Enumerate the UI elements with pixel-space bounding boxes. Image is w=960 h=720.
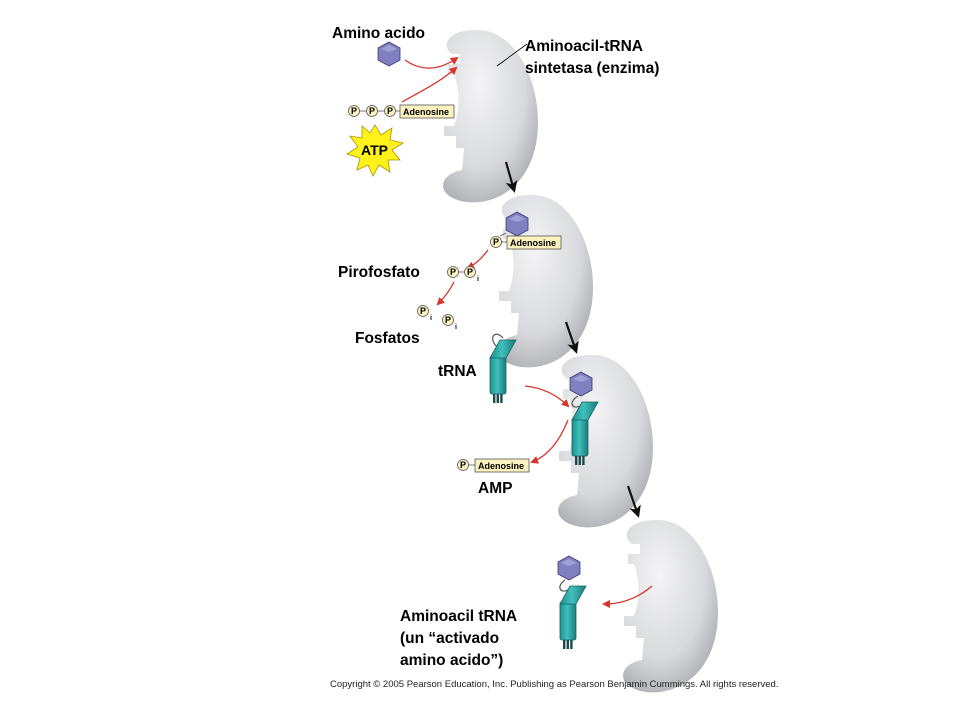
product-label-line2: (un “activado: [400, 630, 499, 647]
amino-acid-label: Amino acido: [332, 25, 425, 42]
svg-text:Adenosine: Adenosine: [478, 461, 524, 471]
pyrophosphate: P P i: [447, 266, 479, 283]
trna-icon: [559, 585, 587, 650]
enzyme-label-line2: sintetasa (enzima): [525, 60, 659, 77]
atp-molecule: P P P Adenosine: [348, 104, 455, 119]
aminoacyl-amp: P Adenosine: [490, 232, 562, 250]
adenosine-box: [506, 235, 562, 250]
svg-text:P: P: [387, 106, 393, 116]
svg-text:P: P: [351, 106, 357, 116]
trna-label: tRNA: [438, 363, 477, 380]
svg-text:i: i: [455, 324, 457, 331]
enzyme-label-line1: Aminoacil-tRNA: [525, 38, 643, 55]
atp-burst-label: ATP: [361, 142, 388, 158]
svg-text:P: P: [467, 267, 473, 277]
phosphates-label: Fosfatos: [355, 330, 420, 347]
adenosine-box: [399, 104, 455, 119]
svg-text:P: P: [450, 267, 456, 277]
amp-release-arrow: [530, 419, 569, 464]
trna-icon: [489, 333, 517, 404]
svg-text:P: P: [460, 460, 466, 470]
svg-text:i: i: [477, 276, 479, 283]
enzyme-icon: [623, 520, 718, 693]
svg-text:P: P: [420, 306, 426, 316]
hydrolysis-arrow: [436, 281, 455, 306]
amino-acid-hexagon-icon: [557, 555, 581, 581]
adenosine-box: [474, 458, 530, 473]
product-release-arrow: [602, 585, 653, 608]
inorganic-phosphate: P i: [442, 314, 457, 331]
amp-molecule: P Adenosine: [457, 458, 530, 473]
svg-text:Adenosine: Adenosine: [403, 107, 449, 117]
step-arrow: [564, 321, 579, 354]
atp-binding-arrow: [401, 66, 458, 103]
inorganic-phosphate: P i: [417, 305, 432, 322]
step-arrow: [626, 485, 641, 518]
svg-text:P: P: [369, 106, 375, 116]
release-arrow: [466, 249, 489, 269]
svg-text:P: P: [493, 237, 499, 247]
amino-acid-hexagon-icon: [377, 41, 401, 67]
copyright-text: Copyright © 2005 Pearson Education, Inc.…: [330, 679, 778, 690]
enzyme-icon: [443, 30, 538, 203]
svg-text:Adenosine: Adenosine: [510, 238, 556, 248]
amp-label: AMP: [478, 480, 512, 497]
pyrophosphate-label: Pirofosfato: [338, 264, 420, 281]
enzyme-leader-line: [496, 43, 528, 67]
svg-text:i: i: [430, 315, 432, 322]
step-arrow: [504, 161, 518, 193]
atp-burst-icon: [346, 124, 405, 177]
product-label-line1: Aminoacil tRNA: [400, 608, 517, 625]
trna-binding-arrow: [524, 385, 570, 408]
binding-arrow: [404, 56, 459, 69]
product-label-line3: amino acido”): [400, 652, 503, 669]
svg-text:P: P: [445, 315, 451, 325]
